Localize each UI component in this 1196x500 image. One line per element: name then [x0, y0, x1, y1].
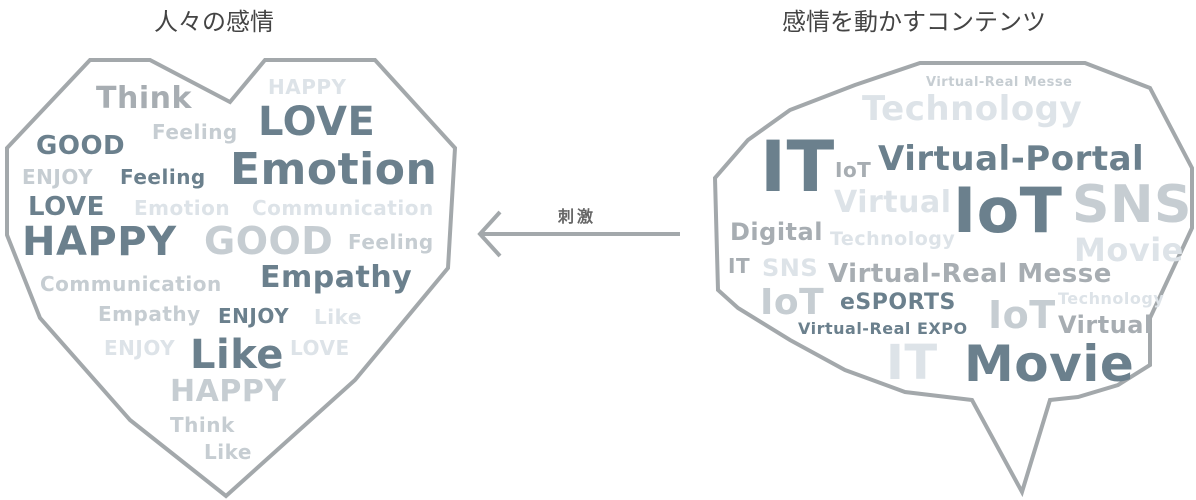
heart-word: Emotion: [134, 196, 231, 220]
arrow-label: 刺激: [558, 207, 597, 226]
bubble-word: IT: [728, 254, 751, 278]
bubble-word: eSPORTS: [840, 290, 956, 315]
bubble-word: IoT: [760, 282, 825, 323]
heart-word: Feeling: [348, 230, 434, 254]
bubble-word: Movie: [1074, 231, 1184, 269]
bubble-word: Digital: [730, 218, 823, 246]
bubble-word: IT: [886, 335, 938, 391]
arrow-head: [477, 210, 502, 258]
heart-word: Feeling: [152, 120, 238, 144]
bubble-word: Virtual: [1058, 311, 1153, 339]
heart-word: Emotion: [230, 144, 438, 195]
heart-word: GOOD: [36, 131, 126, 161]
heart-word: Like: [204, 440, 252, 464]
bubble-word: IoT: [988, 293, 1056, 337]
left-title: 人々の感情: [154, 8, 274, 36]
heart-word: HAPPY: [22, 219, 177, 265]
bubble-word: IT: [760, 126, 835, 208]
bubble-word: Virtual-Portal: [878, 139, 1145, 179]
bubble-word: SNS: [762, 254, 819, 282]
bubble-word: Movie: [964, 335, 1135, 393]
heart-word: LOVE: [290, 336, 350, 360]
right-title: 感情を動かすコンテンツ: [782, 8, 1046, 36]
bubble-word: Virtual-Real Messe: [828, 259, 1112, 289]
bubble-word: Virtual: [834, 185, 952, 220]
bubble-word: SNS: [1072, 175, 1192, 235]
heart-word: Feeling: [120, 165, 206, 189]
heart-word: GOOD: [204, 219, 334, 263]
bubble-word: IoT: [835, 158, 872, 182]
heart-word: Communication: [252, 196, 434, 220]
heart-word: Empathy: [260, 260, 413, 295]
heart-word: LOVE: [28, 192, 105, 222]
stimulus-arrow: [477, 210, 680, 258]
bubble-word: Technology: [1058, 289, 1165, 308]
heart-word: Like: [190, 332, 284, 378]
heart-word: Empathy: [98, 302, 201, 326]
heart-word: ENJOY: [218, 304, 290, 328]
heart-word: Think: [96, 81, 192, 116]
heart-word: LOVE: [258, 99, 376, 145]
heart-word: Think: [170, 413, 235, 437]
heart-word: Like: [314, 305, 362, 329]
heart-word: ENJOY: [104, 336, 176, 360]
heart-outline: [5, 58, 458, 499]
heart-word: ENJOY: [22, 165, 94, 189]
bubble-word: Virtual-Real EXPO: [798, 319, 968, 338]
bubble-word: Technology: [830, 228, 956, 250]
heart-word: HAPPY: [268, 75, 347, 99]
bubble-word: Virtual-Real Messe: [926, 75, 1073, 90]
speech-bubble-outline: [712, 61, 1194, 498]
heart-word: Communication: [40, 272, 222, 296]
bubble-word: IoT: [953, 174, 1063, 247]
heart-word: HAPPY: [170, 374, 287, 409]
bubble-word: Technology: [862, 89, 1083, 129]
